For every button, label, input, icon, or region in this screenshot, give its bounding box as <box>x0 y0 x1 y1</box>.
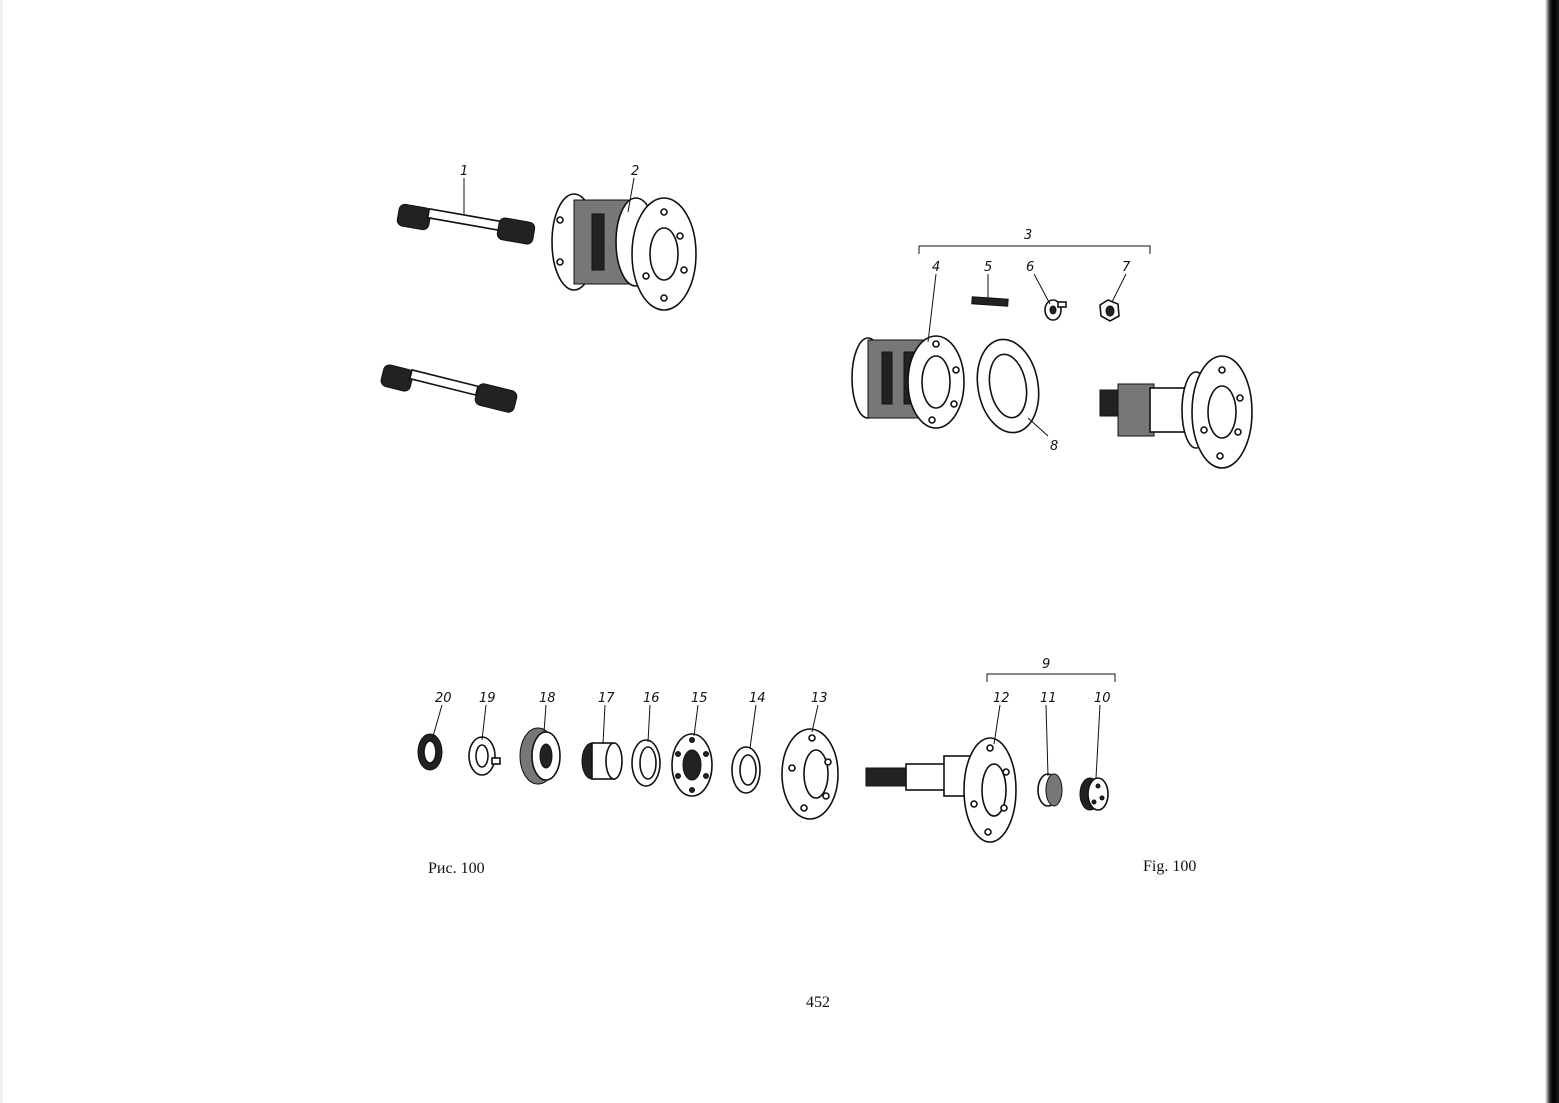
callout-13: 13 <box>811 691 828 706</box>
callout-15: 15 <box>691 691 708 706</box>
callout-6: 6 <box>1026 260 1034 275</box>
part-17-bushing <box>581 742 623 780</box>
part-19-lock-washer <box>468 736 501 776</box>
callout-4: 4 <box>932 260 940 275</box>
callout-16: 16 <box>643 691 660 706</box>
scan-right-edge <box>1545 0 1559 1103</box>
part-5-stud <box>971 296 1009 307</box>
part-20-nut <box>417 733 443 771</box>
callout-7: 7 <box>1122 260 1131 275</box>
callout-20: 20 <box>435 691 452 706</box>
part-7-nut <box>1099 299 1120 322</box>
part-2-coupling-assembly <box>551 193 697 311</box>
scan-left-edge <box>0 0 3 1103</box>
callout-18: 18 <box>539 691 556 706</box>
part-10-cap <box>1079 777 1109 811</box>
part-14-seal <box>731 746 761 794</box>
part-8-gasket <box>976 338 1040 434</box>
part-4-coupling-half <box>851 335 965 429</box>
part-11-plug <box>1037 773 1063 807</box>
callout-3: 3 <box>1024 228 1032 243</box>
callout-1: 1 <box>460 164 468 179</box>
callout-14: 14 <box>749 691 766 706</box>
part-16-seal-ring <box>631 739 661 787</box>
group-3-bracket <box>918 245 1151 254</box>
part-15-ball-bearing <box>671 733 713 797</box>
flange-shaft-assembly <box>1099 355 1253 469</box>
part-6-lock-washer <box>1044 299 1067 321</box>
callout-2: 2 <box>631 164 639 179</box>
callout-5: 5 <box>984 260 992 275</box>
page-number: 452 <box>806 994 830 1011</box>
callout-11: 11 <box>1040 691 1057 706</box>
callout-9: 9 <box>1042 657 1050 672</box>
part-18-bearing <box>519 727 561 785</box>
figure-caption-english: Fig. 100 <box>1143 858 1197 875</box>
part-13-bearing-cover <box>781 728 839 820</box>
callout-12: 12 <box>993 691 1010 706</box>
shaft-duplicate <box>380 364 518 413</box>
callout-17: 17 <box>598 691 615 706</box>
group-9-bracket <box>986 673 1116 682</box>
callout-8: 8 <box>1050 439 1058 454</box>
figure-caption-russian: Рис. 100 <box>428 860 485 877</box>
callout-10: 10 <box>1094 691 1111 706</box>
callout-19: 19 <box>479 691 496 706</box>
part-12-flange-shaft <box>865 737 1017 843</box>
part-1-splined-shaft <box>396 203 536 245</box>
